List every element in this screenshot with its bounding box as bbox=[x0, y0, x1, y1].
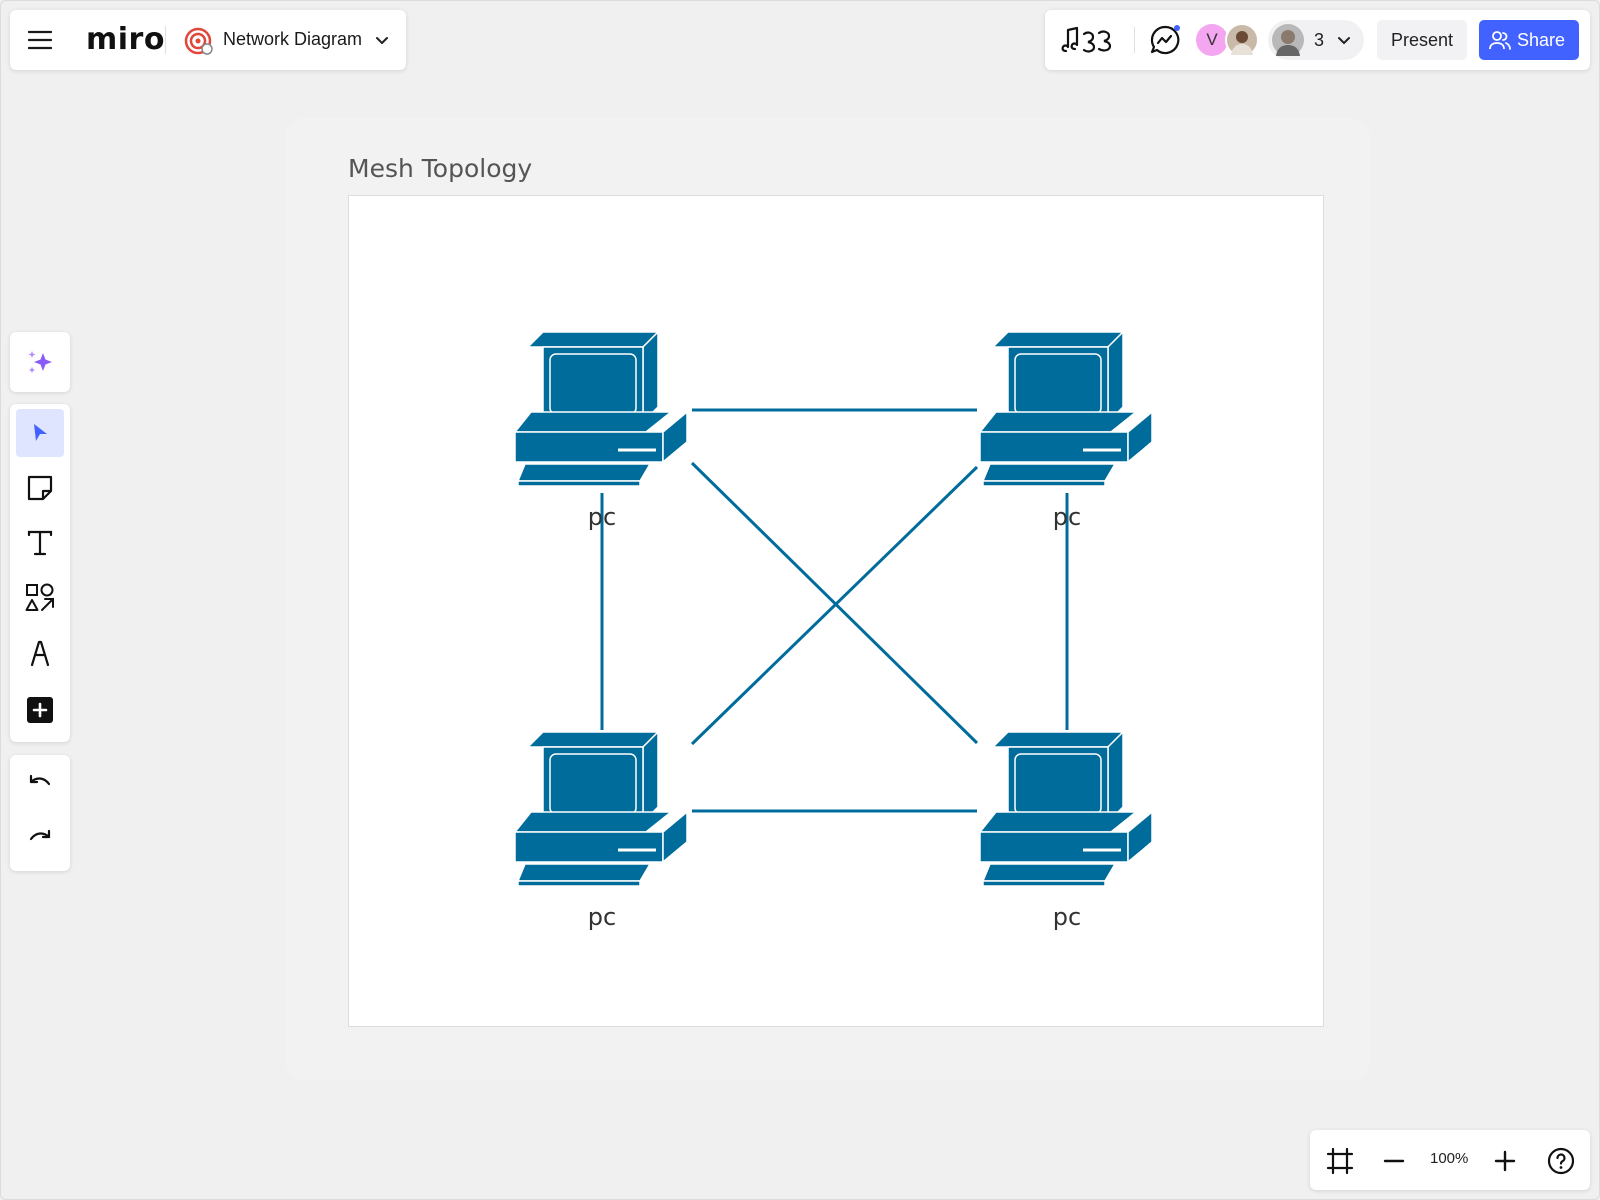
collab-divider bbox=[1134, 27, 1135, 53]
menu-icon[interactable] bbox=[28, 28, 52, 52]
sparkle-icon bbox=[28, 351, 52, 373]
pc-label: pc bbox=[587, 903, 617, 931]
text-tool[interactable] bbox=[16, 519, 64, 567]
history-toolbar bbox=[10, 755, 70, 871]
sticky-note-tool[interactable] bbox=[16, 464, 64, 512]
frames-icon[interactable] bbox=[1326, 1147, 1354, 1175]
pc-node-top-left[interactable] bbox=[513, 330, 689, 488]
zoom-level[interactable]: 100% bbox=[1430, 1150, 1469, 1167]
zoom-out-icon[interactable] bbox=[1383, 1150, 1405, 1172]
collaborator-avatar bbox=[1272, 24, 1304, 56]
people-icon bbox=[1489, 31, 1511, 50]
board-title: Network Diagram bbox=[223, 29, 363, 49]
pen-tool[interactable] bbox=[16, 629, 64, 677]
pen-icon bbox=[30, 640, 50, 667]
board-icon bbox=[184, 27, 213, 55]
user-photo-icon bbox=[1276, 30, 1300, 56]
chevron-down-icon bbox=[1338, 37, 1350, 44]
pc-label: pc bbox=[1052, 903, 1082, 931]
chat-icon[interactable] bbox=[1149, 24, 1181, 56]
redo-icon bbox=[29, 829, 51, 841]
miro-logo[interactable]: miro bbox=[86, 22, 165, 57]
avatar-user-photo[interactable] bbox=[1225, 23, 1259, 57]
header-divider bbox=[165, 26, 166, 54]
pc-node-bottom-left[interactable] bbox=[513, 730, 689, 888]
mesh-topology-frame[interactable] bbox=[348, 195, 1324, 1027]
user-photo-icon bbox=[1231, 31, 1253, 55]
pc-label: pc bbox=[1052, 503, 1082, 531]
select-tool[interactable] bbox=[16, 409, 64, 457]
collaborator-count: 3 bbox=[1314, 30, 1325, 50]
add-icon bbox=[27, 697, 53, 723]
sticky-note-icon bbox=[27, 475, 53, 501]
tools-toolbar bbox=[10, 404, 70, 742]
shapes-icon bbox=[25, 583, 54, 611]
link-diagonal-2[interactable] bbox=[690, 465, 979, 746]
select-cursor-icon bbox=[34, 424, 47, 441]
ai-assist-button[interactable] bbox=[16, 338, 64, 386]
undo-button[interactable] bbox=[16, 761, 64, 809]
zoom-in-icon[interactable] bbox=[1494, 1150, 1516, 1172]
redo-button[interactable] bbox=[16, 816, 64, 864]
pc-node-top-right[interactable] bbox=[978, 330, 1154, 488]
frame-title[interactable]: Mesh Topology bbox=[348, 154, 533, 183]
chevron-down-icon bbox=[376, 37, 388, 44]
link-diagonal-1[interactable] bbox=[690, 461, 979, 745]
pc-label: pc bbox=[587, 503, 617, 531]
help-icon[interactable] bbox=[1547, 1147, 1575, 1175]
present-button[interactable]: Present bbox=[1377, 20, 1467, 60]
avatar-v[interactable]: V bbox=[1196, 24, 1228, 56]
zoom-bar bbox=[1310, 1130, 1590, 1190]
share-label: Share bbox=[1517, 30, 1566, 50]
ai-toolbar bbox=[10, 332, 70, 392]
text-icon bbox=[27, 530, 53, 556]
board-header: miro Network Diagram bbox=[10, 10, 406, 70]
shapes-tool[interactable] bbox=[16, 574, 64, 622]
share-button[interactable]: Share bbox=[1479, 20, 1579, 60]
more-tools-button[interactable] bbox=[16, 686, 64, 734]
reactions-icon[interactable] bbox=[1060, 24, 1118, 56]
pc-node-bottom-right[interactable] bbox=[978, 730, 1154, 888]
undo-icon bbox=[29, 774, 51, 786]
